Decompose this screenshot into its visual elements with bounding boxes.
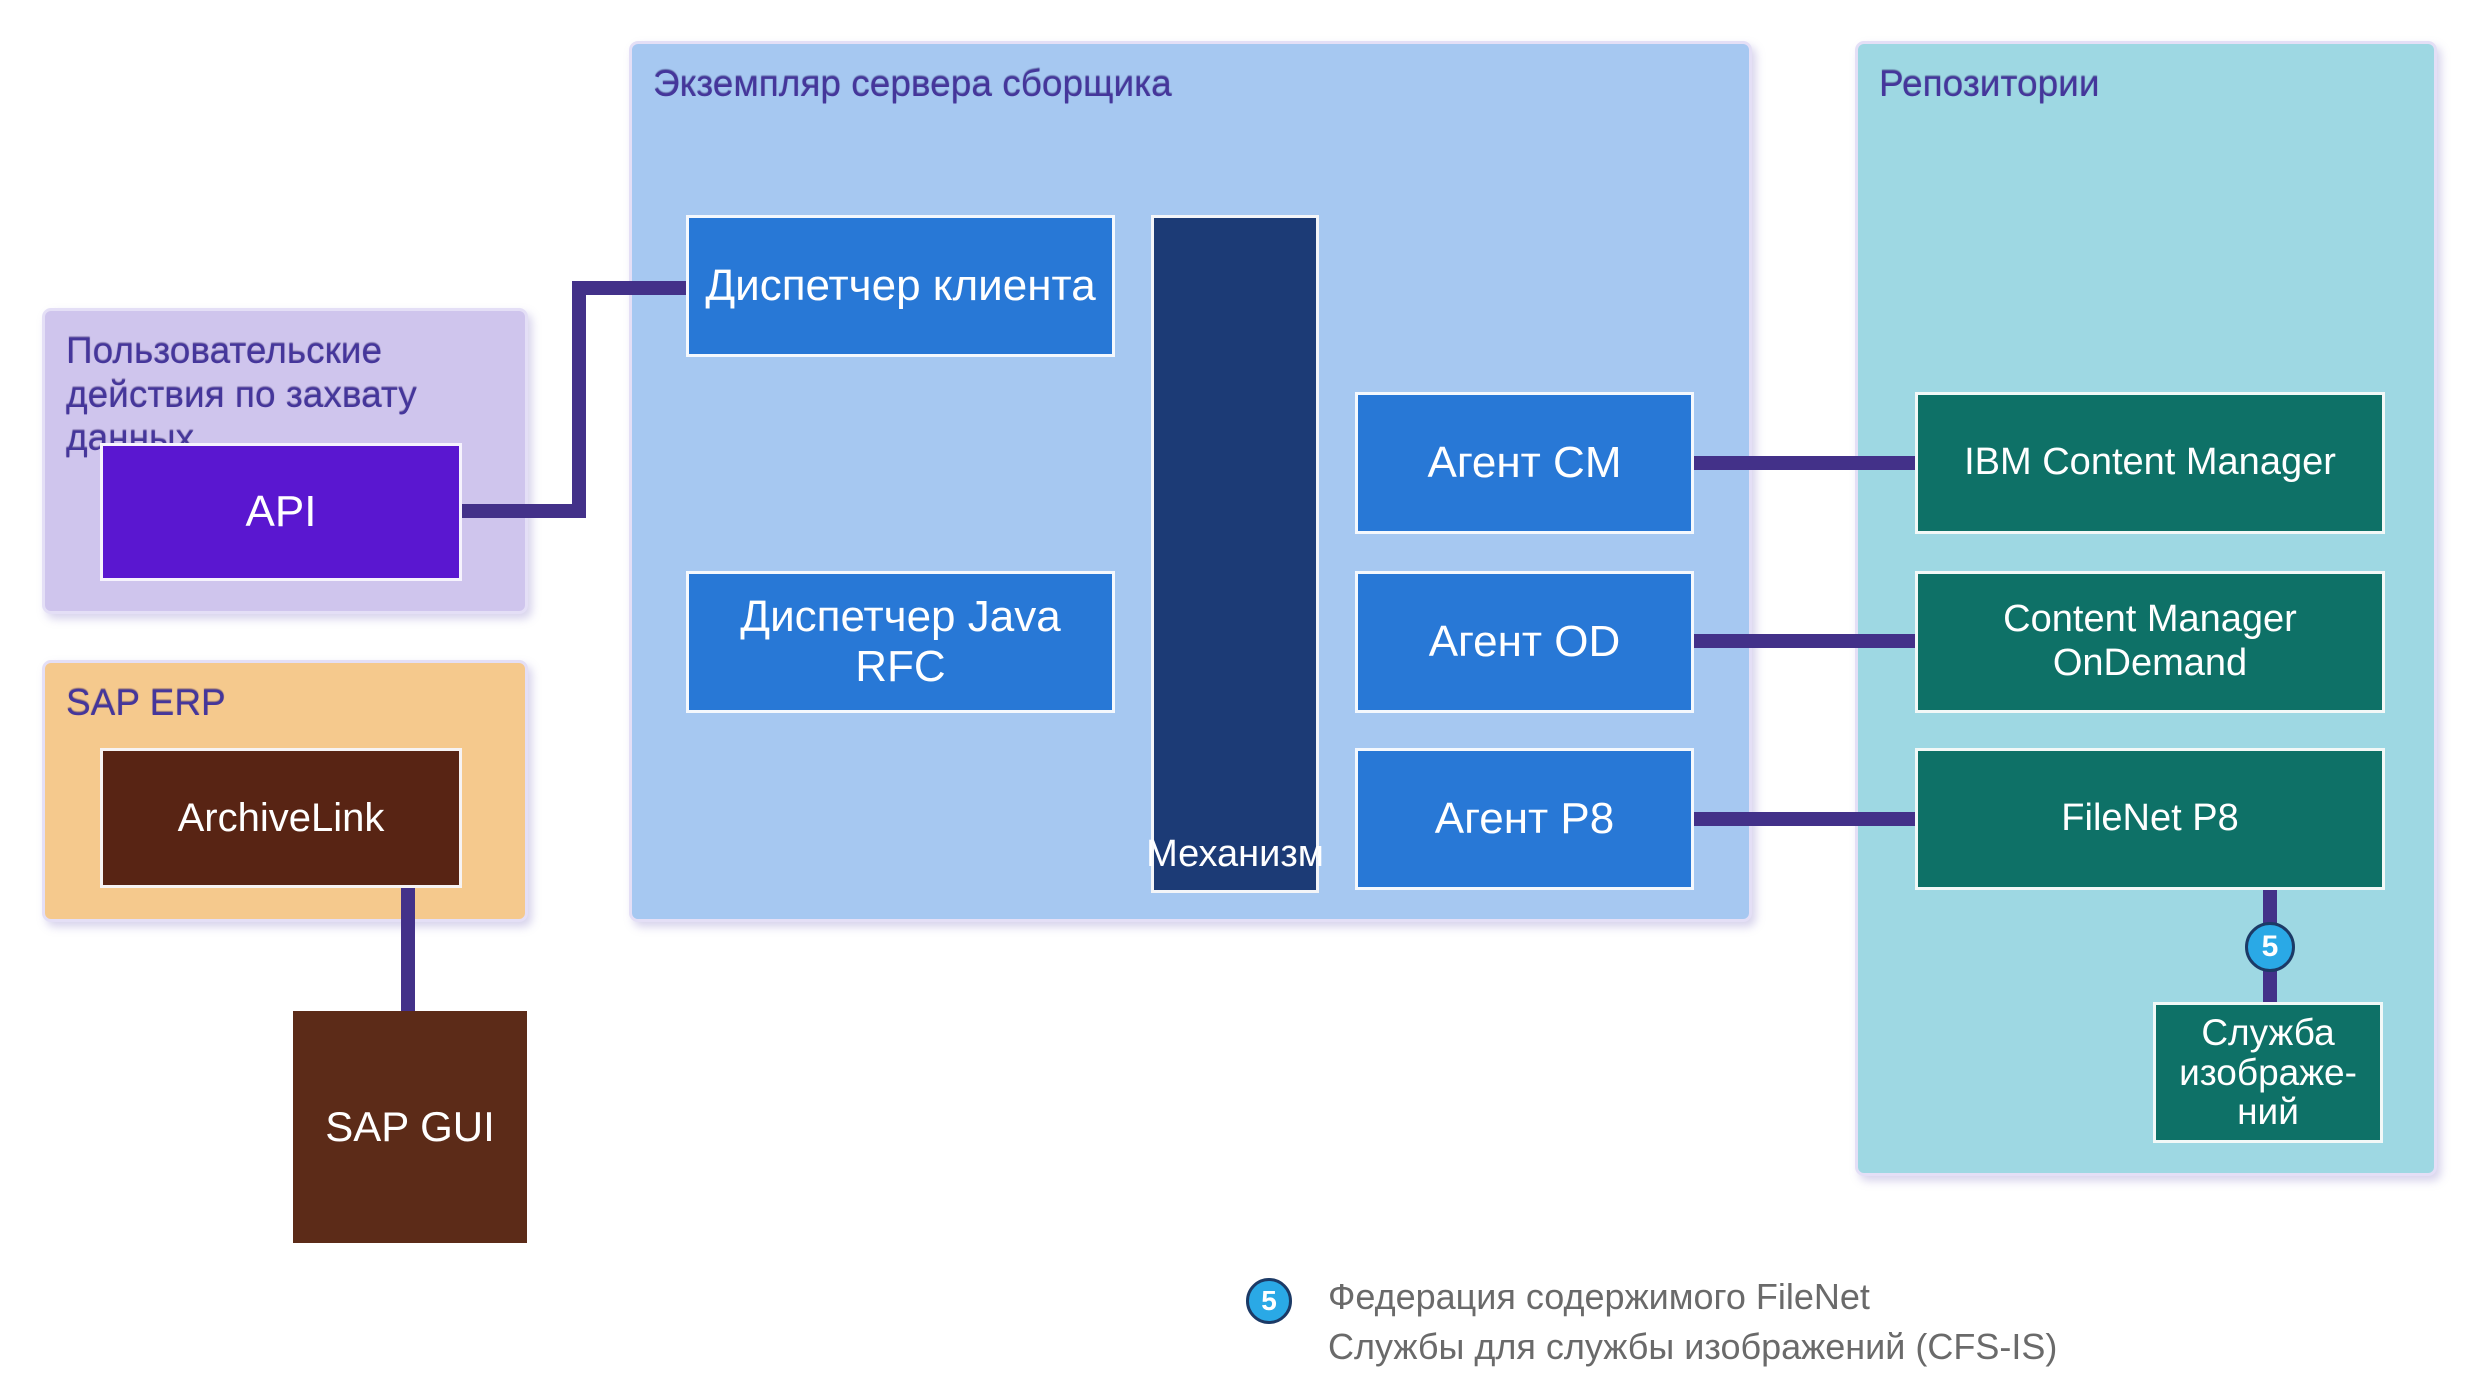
node-content-manager-ondemand-label: Content Manager OnDemand (2003, 598, 2297, 684)
node-sap-gui: SAP GUI (293, 1011, 527, 1243)
node-ibm-content-manager: IBM Content Manager (1915, 392, 2385, 534)
node-agent-cm-label: Агент CM (1427, 438, 1622, 487)
node-filenet-p8: FileNet P8 (1915, 748, 2385, 890)
node-image-services-label: Служба изображе- ний (2179, 1011, 2357, 1133)
connector-agent-cm-to-ibm-cm (1694, 456, 1915, 470)
node-client-dispatcher-label: Диспетчер клиента (705, 261, 1096, 310)
connector-archivelink-to-sap-gui (401, 886, 415, 1013)
legend-badge-5: 5 (1246, 1278, 1292, 1324)
node-filenet-p8-label: FileNet P8 (2061, 797, 2239, 840)
group-title-user-capture: Пользовательские действия по захвату дан… (66, 330, 417, 459)
node-agent-cm: Агент CM (1355, 392, 1694, 534)
legend-line-2: Службы для службы изображений (CFS-IS) (1328, 1325, 2058, 1367)
node-sap-gui-label: SAP GUI (325, 1103, 495, 1150)
badge-5-cfs-is: 5 (2245, 922, 2295, 972)
node-agent-od: Агент OD (1355, 571, 1694, 713)
node-java-rfc-dispatcher-label: Диспетчер Java RFC (740, 592, 1061, 691)
node-agent-od-label: Агент OD (1428, 617, 1621, 666)
node-content-manager-ondemand: Content Manager OnDemand (1915, 571, 2385, 713)
connector-api-vertical (572, 281, 586, 518)
node-archivelink: ArchiveLink (100, 748, 462, 888)
group-title-sap-erp: SAP ERP (66, 682, 226, 723)
group-title-collector-server-instance: Экземпляр сервера сборщика (653, 63, 1172, 104)
node-archivelink-label: ArchiveLink (177, 795, 385, 840)
node-image-services: Служба изображе- ний (2153, 1002, 2383, 1143)
node-agent-p8-label: Агент P8 (1434, 794, 1615, 843)
node-ibm-content-manager-label: IBM Content Manager (1964, 441, 2336, 484)
badge-5-cfs-is-number: 5 (2261, 930, 2279, 963)
connector-api-horizontal (462, 504, 586, 518)
node-engine: Механизм (1146, 215, 1324, 893)
legend-badge-5-number: 5 (1261, 1285, 1277, 1316)
node-api: API (100, 443, 462, 581)
node-agent-p8: Агент P8 (1355, 748, 1694, 890)
node-java-rfc-dispatcher: Диспетчер Java RFC (686, 571, 1115, 713)
group-title-repositories: Репозитории (1879, 63, 2100, 104)
legend-line-1: Федерация содержимого FileNet (1328, 1276, 1870, 1317)
legend-text: Федерация содержимого FileNet Службы для… (1328, 1272, 2057, 1371)
connector-agent-od-to-cmod (1694, 634, 1915, 648)
node-api-label: API (245, 487, 317, 536)
connector-api-to-client-dispatcher (572, 281, 686, 295)
node-client-dispatcher: Диспетчер клиента (686, 215, 1115, 357)
node-engine-label: Механизм (1146, 833, 1324, 875)
connector-agent-p8-to-filenet (1694, 812, 1915, 826)
